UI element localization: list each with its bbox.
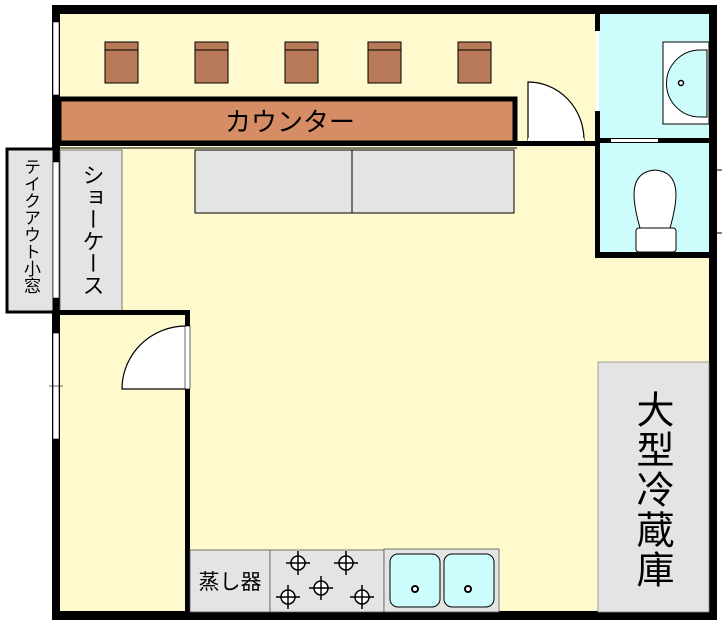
- restroom-wall-lower: [595, 190, 600, 258]
- door-back-room[interactable]: [121, 325, 191, 390]
- large-fridge[interactable]: [597, 361, 710, 613]
- work-table[interactable]: [351, 149, 515, 214]
- work-table[interactable]: [194, 149, 353, 214]
- wall-right: [709, 5, 717, 620]
- fridge-label: 大型冷蔵庫: [630, 390, 674, 590]
- wall-bottom: [52, 611, 717, 620]
- counter[interactable]: [56, 96, 518, 146]
- restroom-wall-left-top: [595, 13, 600, 31]
- takeout-window-label: テイクアウト小窓: [20, 158, 41, 294]
- washbasin[interactable]: [662, 41, 710, 125]
- wall-top: [52, 5, 717, 14]
- burner-icon: [276, 551, 374, 609]
- restroom-divider-door: [611, 139, 658, 142]
- chairs: [104, 41, 492, 84]
- chair[interactable]: [367, 41, 402, 84]
- chair[interactable]: [194, 41, 229, 84]
- inner-wall-vertical: [185, 310, 190, 615]
- counter-back-wall: [56, 141, 600, 146]
- chair[interactable]: [104, 41, 139, 84]
- restroom-wall-left: [595, 111, 600, 191]
- restroom-wall-bottom: [595, 252, 717, 258]
- counter-label: カウンター: [225, 108, 355, 138]
- showcase-label: ショーケース: [79, 164, 104, 296]
- takeout-window-box[interactable]: [5, 147, 56, 314]
- chair[interactable]: [457, 41, 492, 84]
- steamer[interactable]: [189, 549, 271, 613]
- inner-wall-horizontal: [52, 310, 190, 315]
- window-top-left[interactable]: [52, 21, 60, 96]
- toilet[interactable]: [633, 169, 677, 253]
- door-kitchen-restroom[interactable]: [527, 81, 585, 141]
- steamer-label: 蒸し器: [199, 570, 262, 594]
- kitchen-sink[interactable]: [383, 548, 500, 613]
- restroom-window-left: [596, 31, 599, 111]
- takeout-window-pane: [52, 161, 60, 299]
- stove[interactable]: [269, 549, 385, 613]
- showcase[interactable]: [59, 149, 123, 313]
- chair[interactable]: [284, 41, 319, 84]
